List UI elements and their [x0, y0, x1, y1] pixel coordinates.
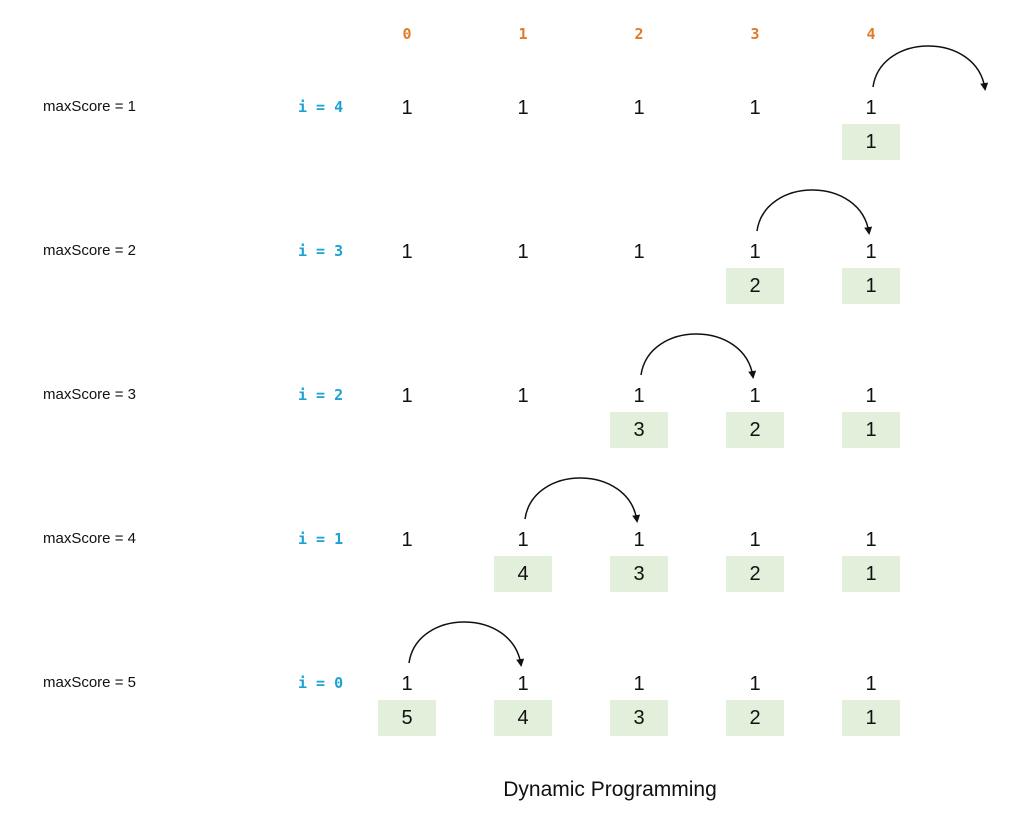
array-value-cell: 1	[401, 673, 413, 695]
array-value-cell: 1	[633, 673, 645, 695]
dp-value-box: 4	[494, 700, 552, 736]
dp-value-box: 1	[842, 412, 900, 448]
dp-value-box: 3	[610, 700, 668, 736]
array-value-cell: 1	[749, 673, 761, 695]
array-value-cell: 1	[633, 385, 645, 407]
dp-value-box: 3	[610, 556, 668, 592]
array-value-cell: 1	[749, 241, 761, 263]
index-header-1: 1	[518, 25, 528, 43]
array-value-cell: 1	[749, 97, 761, 119]
array-value-cell: 1	[633, 529, 645, 551]
recurrence-arc-arrow	[524, 477, 641, 523]
i-index-label: i = 0	[298, 674, 344, 692]
dp-value-box: 5	[378, 700, 436, 736]
array-value-cell: 1	[749, 529, 761, 551]
dp-value-box: 2	[726, 556, 784, 592]
array-value-cell: 1	[865, 385, 877, 407]
dp-value-box: 1	[842, 556, 900, 592]
dp-value-box: 2	[726, 268, 784, 304]
index-header-2: 2	[634, 25, 644, 43]
array-value-cell: 1	[401, 529, 413, 551]
array-value-cell: 1	[865, 97, 877, 119]
dp-value-box: 2	[726, 412, 784, 448]
array-value-cell: 1	[517, 97, 529, 119]
index-header-4: 4	[866, 25, 876, 43]
index-header-0: 0	[402, 25, 412, 43]
array-value-cell: 1	[401, 241, 413, 263]
recurrence-arc-arrow	[640, 333, 757, 379]
dp-value-box: 1	[842, 124, 900, 160]
array-value-cell: 1	[865, 673, 877, 695]
array-value-cell: 1	[517, 241, 529, 263]
array-value-cell: 1	[749, 385, 761, 407]
recurrence-arc-arrow	[756, 189, 873, 235]
recurrence-arc-arrow	[872, 45, 989, 91]
index-header-3: 3	[750, 25, 760, 43]
i-index-label: i = 1	[298, 530, 344, 548]
i-index-label: i = 2	[298, 386, 344, 404]
array-value-cell: 1	[633, 241, 645, 263]
array-value-cell: 1	[517, 529, 529, 551]
array-value-cell: 1	[401, 97, 413, 119]
i-index-label: i = 4	[298, 98, 344, 116]
dp-value-box: 1	[842, 700, 900, 736]
recurrence-arc-arrow	[408, 621, 525, 667]
dp-value-box: 1	[842, 268, 900, 304]
max-score-label: maxScore = 5	[43, 674, 136, 691]
dp-value-box: 3	[610, 412, 668, 448]
dp-value-box: 2	[726, 700, 784, 736]
i-index-label: i = 3	[298, 242, 344, 260]
array-value-cell: 1	[865, 529, 877, 551]
array-value-cell: 1	[633, 97, 645, 119]
array-value-cell: 1	[401, 385, 413, 407]
max-score-label: maxScore = 1	[43, 98, 136, 115]
max-score-label: maxScore = 2	[43, 242, 136, 259]
diagram-caption: Dynamic Programming	[503, 778, 717, 801]
max-score-label: maxScore = 4	[43, 530, 136, 547]
max-score-label: maxScore = 3	[43, 386, 136, 403]
array-value-cell: 1	[517, 385, 529, 407]
dp-value-box: 4	[494, 556, 552, 592]
array-value-cell: 1	[865, 241, 877, 263]
array-value-cell: 1	[517, 673, 529, 695]
